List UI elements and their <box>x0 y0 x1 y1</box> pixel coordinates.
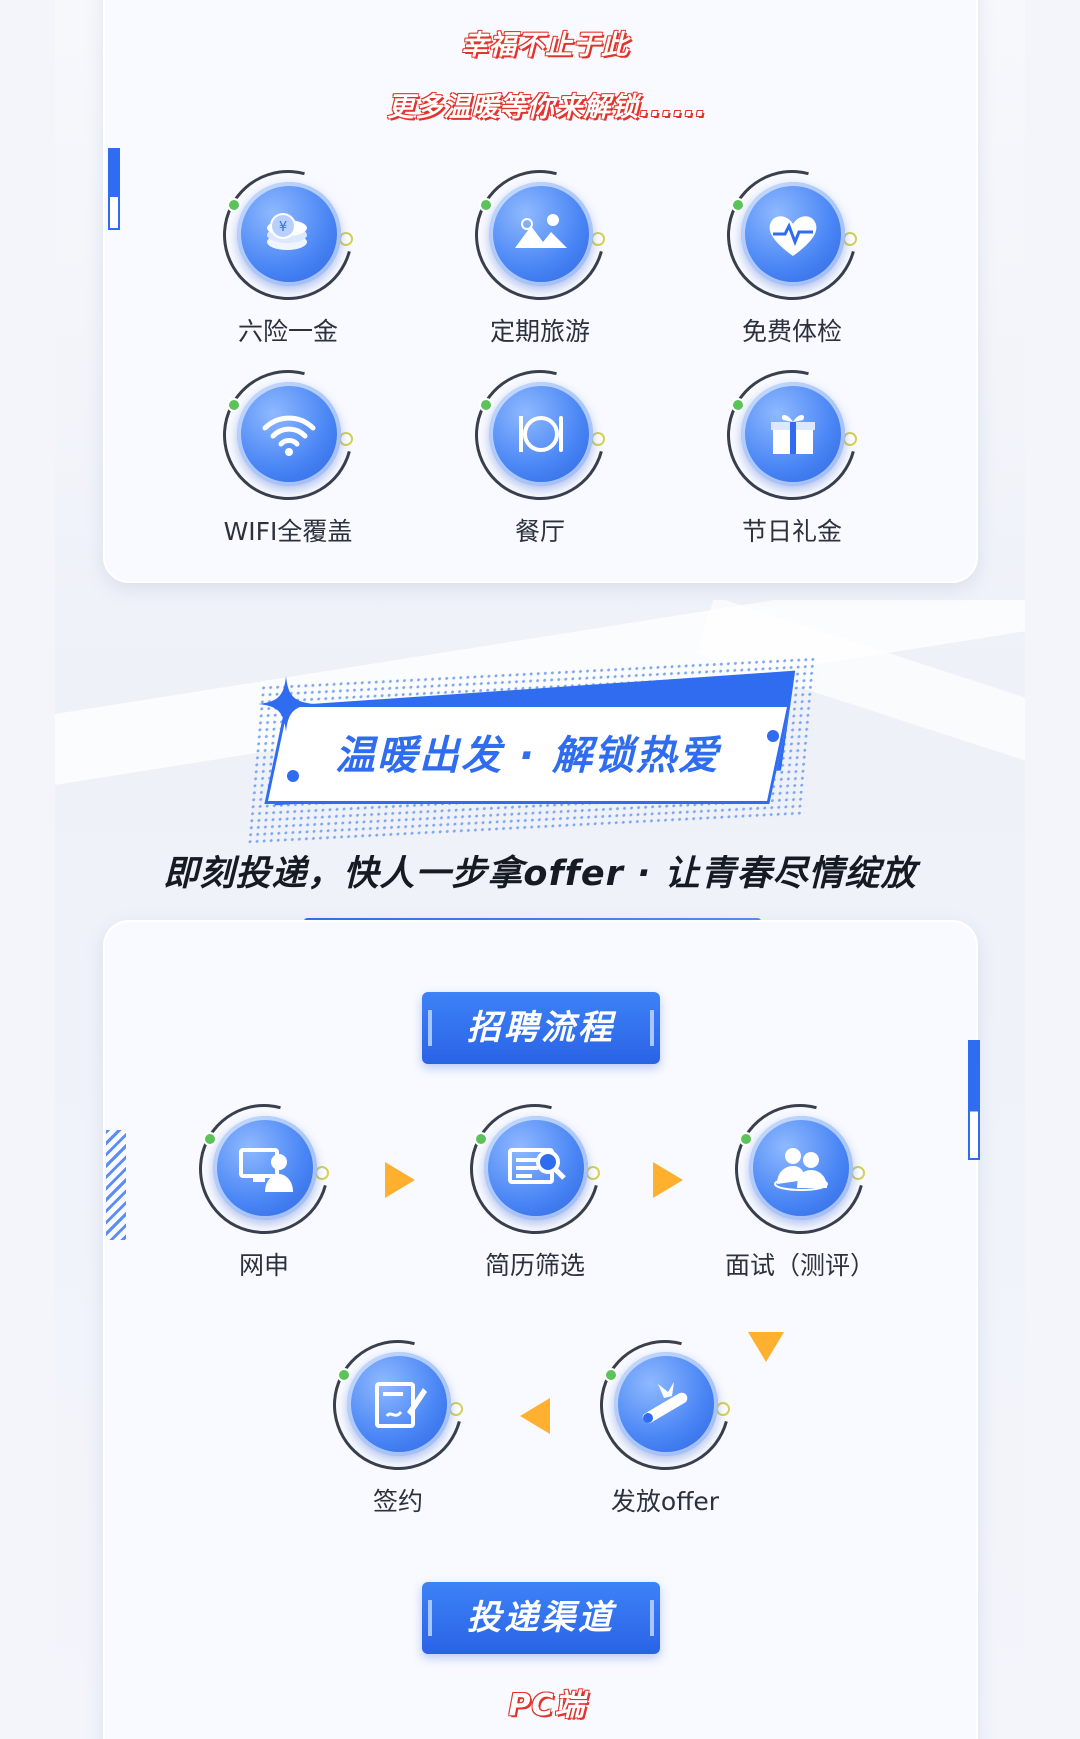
card-hatch-decoration <box>106 1130 126 1240</box>
headline-ribbon: 幸福不止于此 <box>415 26 675 66</box>
benefit-label: WIFI全覆盖 <box>223 517 353 546</box>
svg-text:¥: ¥ <box>279 220 287 235</box>
travel-icon <box>489 182 593 286</box>
sign-icon <box>347 1352 451 1456</box>
coins-icon: ¥ <box>237 182 341 286</box>
sparkle-icon <box>258 676 314 732</box>
benefit-item-insurance: ¥ 六险一金 <box>188 146 388 348</box>
step-label: 面试（测评） <box>724 1251 875 1280</box>
benefit-item-health: 免费体检 <box>692 146 892 348</box>
benefit-item-wifi: WIFI全覆盖 <box>188 346 388 548</box>
pc-channel-label: PC端 <box>492 1686 602 1726</box>
step-online-apply: 网申 <box>164 1080 364 1282</box>
arrow-left-icon <box>520 1398 550 1434</box>
interview-icon <box>749 1116 853 1220</box>
arrow-right-icon <box>653 1162 683 1198</box>
step-sign: 签约 <box>298 1316 498 1518</box>
benefit-item-travel: 定期旅游 <box>440 146 640 348</box>
benefit-item-gift: 节日礼金 <box>692 346 892 548</box>
resume-screen-icon <box>484 1116 588 1220</box>
tagline: 即刻投递，快人一步拿offer · 让青春尽情绽放 <box>163 854 917 894</box>
channels-title: 投递渠道 <box>422 1582 660 1654</box>
benefit-label: 六险一金 <box>237 317 338 346</box>
arrow-right-icon <box>385 1162 415 1198</box>
process-title: 招聘流程 <box>422 992 660 1064</box>
benefit-label: 餐厅 <box>514 517 565 546</box>
step-interview: 面试（测评） <box>700 1080 900 1282</box>
offer-icon <box>614 1352 718 1456</box>
step-resume-screen: 简历筛选 <box>435 1080 635 1282</box>
card-side-indicator <box>968 1040 980 1160</box>
banner: 温暖出发 · 解锁热爱 <box>246 655 819 845</box>
arrow-down-icon <box>748 1332 784 1362</box>
heart-icon <box>741 182 845 286</box>
card-side-indicator <box>108 148 120 230</box>
wifi-icon <box>237 382 341 486</box>
subheadline-ribbon: 更多温暖等你来解锁...... <box>353 88 741 128</box>
online-apply-icon <box>213 1116 317 1220</box>
benefit-label: 节日礼金 <box>741 517 842 546</box>
benefit-label: 定期旅游 <box>489 317 590 346</box>
benefit-item-dining: 餐厅 <box>440 346 640 548</box>
gift-icon <box>741 382 845 486</box>
benefit-label: 免费体检 <box>741 317 842 346</box>
step-label: 简历筛选 <box>484 1251 585 1280</box>
step-label: 网申 <box>238 1251 289 1280</box>
step-offer: 发放offer <box>565 1316 765 1518</box>
step-label: 发放offer <box>610 1487 720 1516</box>
dining-icon <box>489 382 593 486</box>
banner-title: 温暖出发 · 解锁热爱 <box>334 733 721 779</box>
step-label: 签约 <box>372 1487 423 1516</box>
